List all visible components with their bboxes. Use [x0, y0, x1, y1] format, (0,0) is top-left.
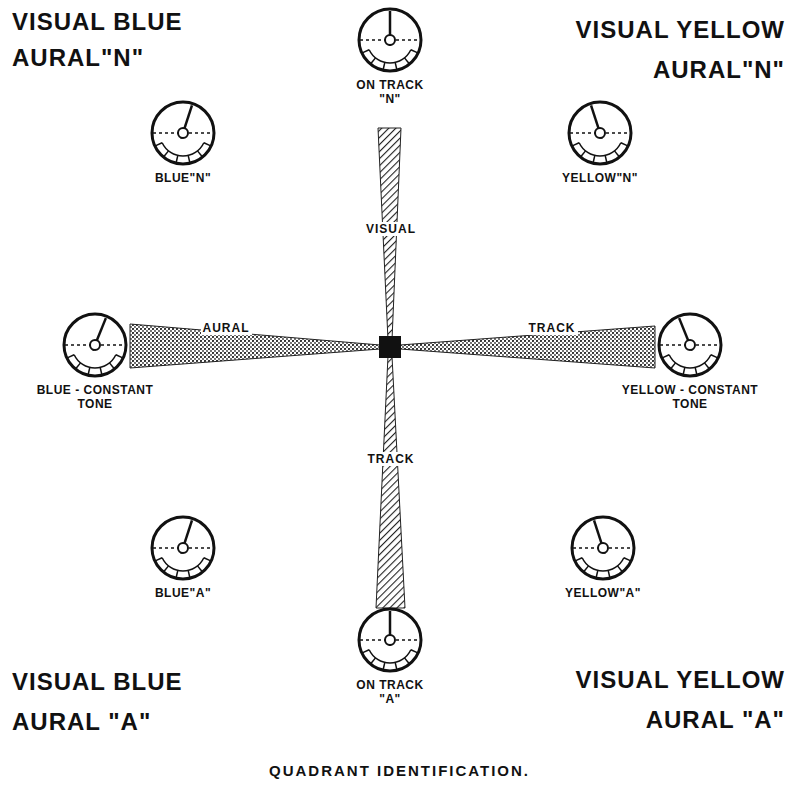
dial-label: YELLOW - CONSTANT TONE	[615, 383, 765, 412]
quadrant-label: VISUAL BLUE	[12, 8, 183, 36]
indicator-dial	[60, 310, 130, 380]
dial-node: BLUE"A"	[128, 513, 238, 600]
dial-label: ON TRACK "A"	[350, 678, 430, 707]
indicator-dial	[355, 5, 425, 75]
indicator-dial	[355, 605, 425, 675]
dial-label: YELLOW"A"	[548, 586, 658, 600]
dial-node: BLUE - CONSTANT TONE	[20, 310, 170, 412]
quadrant-label: AURAL "A"	[646, 706, 785, 734]
dial-label: BLUE"A"	[128, 586, 238, 600]
dial-node: YELLOW"A"	[548, 513, 658, 600]
aural-beam	[130, 324, 380, 368]
quadrant-label: AURAL "A"	[12, 708, 151, 736]
quadrant-label: AURAL"N"	[12, 44, 144, 72]
indicator-dial	[655, 310, 725, 380]
dial-node: ON TRACK "A"	[350, 605, 430, 707]
dial-node: YELLOW - CONSTANT TONE	[615, 310, 765, 412]
range-station	[379, 336, 401, 358]
dial-label: ON TRACK "N"	[350, 78, 430, 107]
quadrant-label: AURAL"N"	[653, 56, 785, 84]
dial-label: BLUE"N"	[128, 171, 238, 185]
indicator-dial	[565, 98, 635, 168]
caption: QUADRANT IDENTIFICATION.	[0, 762, 799, 779]
beam-label: TRACK	[527, 321, 578, 335]
beam-label: AURAL	[201, 321, 252, 335]
dial-label: YELLOW"N"	[545, 171, 655, 185]
quadrant-label: VISUAL YELLOW	[576, 16, 785, 44]
dial-node: YELLOW"N"	[545, 98, 655, 185]
indicator-dial	[148, 98, 218, 168]
dial-node: ON TRACK "N"	[350, 5, 430, 107]
quadrant-label: VISUAL BLUE	[12, 668, 183, 696]
indicator-dial	[148, 513, 218, 583]
quadrant-label: VISUAL YELLOW	[576, 666, 785, 694]
visual-beam	[376, 356, 405, 608]
beam-label: VISUAL	[364, 222, 418, 236]
dial-node: BLUE"N"	[128, 98, 238, 185]
indicator-dial	[568, 513, 638, 583]
beam-label: TRACK	[366, 452, 417, 466]
dial-label: BLUE - CONSTANT TONE	[20, 383, 170, 412]
